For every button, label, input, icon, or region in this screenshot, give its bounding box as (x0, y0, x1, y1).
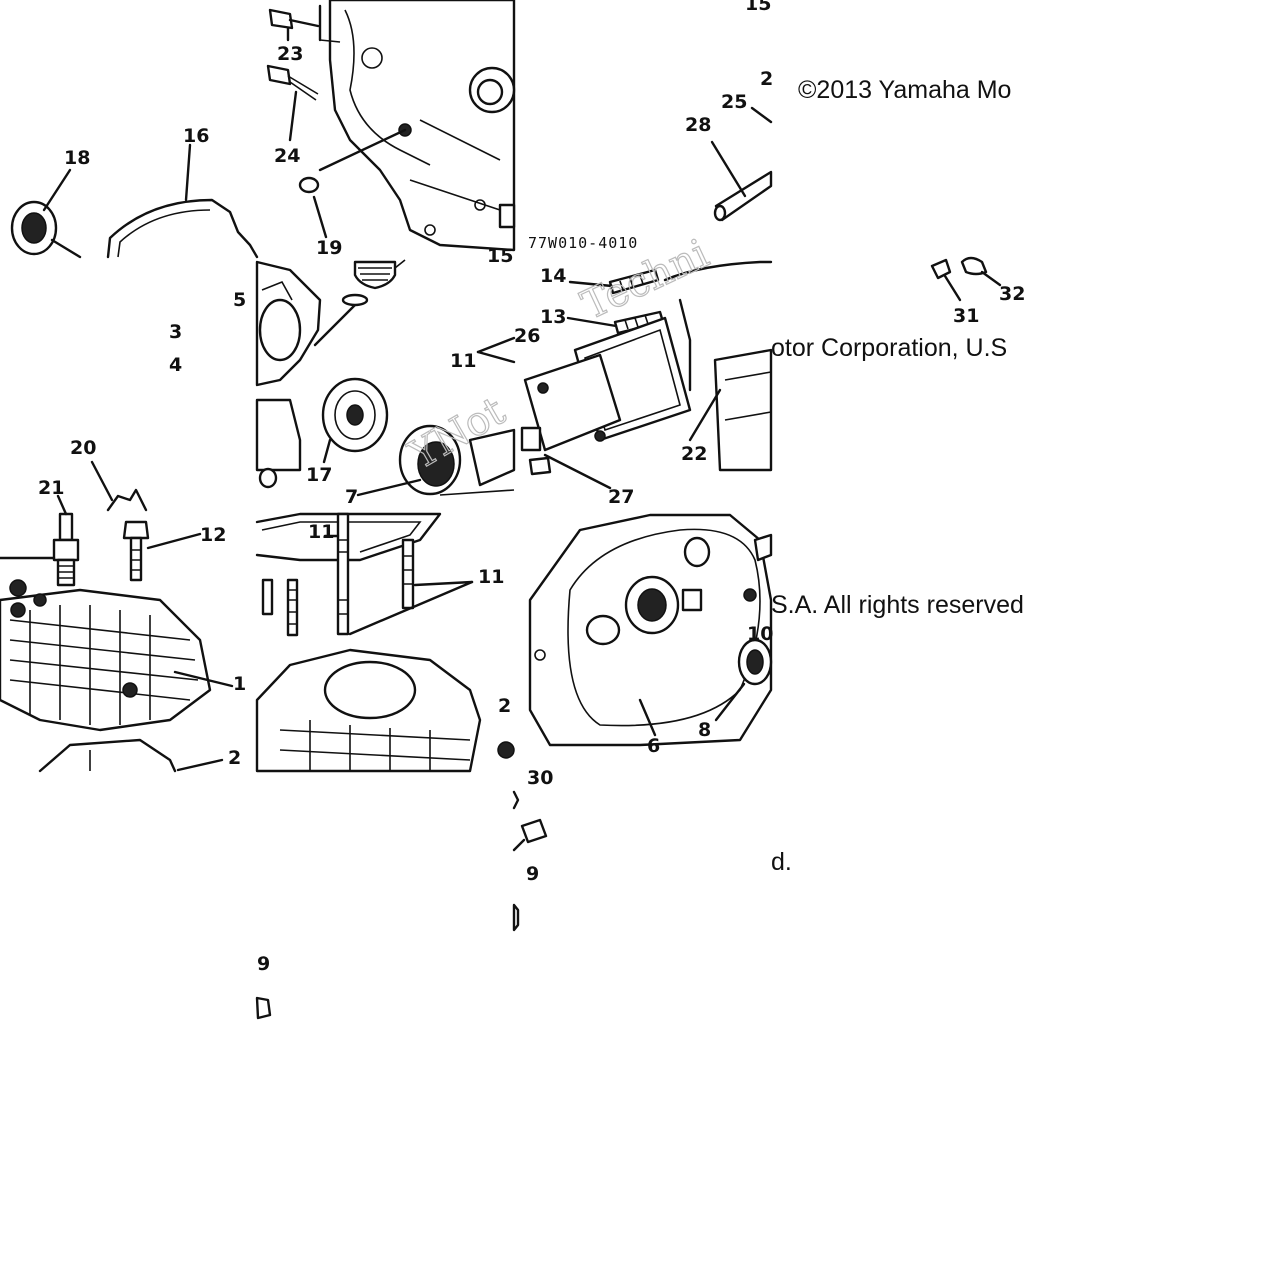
leader-20 (90, 460, 114, 502)
callout-12: 12 (200, 524, 226, 546)
callout-15: 15 (745, 0, 771, 15)
callout-6: 6 (647, 735, 660, 757)
crankcase-cover-6 (528, 513, 773, 747)
callout-14: 14 (540, 265, 566, 287)
callout-13: 13 (540, 306, 566, 328)
cylinder-head-1 (0, 579, 234, 732)
washer-19 (298, 176, 328, 239)
bolt-23 (268, 8, 320, 42)
callout-11-center: 11 (308, 521, 334, 543)
oil-seal-7 (356, 424, 516, 497)
callout-7: 7 (345, 486, 358, 508)
callout-26: 26 (514, 325, 540, 347)
copyright-line-4: d. (771, 848, 792, 876)
bracket-20 (106, 488, 148, 512)
bolt-12 (122, 520, 202, 582)
callout-9: 9 (526, 863, 539, 885)
callout-5: 5 (233, 289, 246, 311)
callout-4: 4 (169, 354, 182, 376)
callout-32: 32 (999, 283, 1025, 305)
callout-11-right: 11 (450, 350, 476, 372)
crankcase-housing (318, 0, 516, 252)
callout-23: 23 (277, 43, 303, 65)
cylinder-block (255, 648, 515, 773)
callout-24: 24 (274, 145, 300, 167)
callout-11-studs: 11 (478, 566, 504, 588)
copyright-line-3: S.A. All rights reserved (771, 591, 1024, 619)
dowel-15 (498, 203, 516, 229)
copyright-line-1: ©2013 Yamaha Mo (798, 76, 1012, 104)
callout-28: 28 (685, 114, 711, 136)
oil-seal-8 (714, 638, 773, 722)
copyright-line-2: otor Corporation, U.S (771, 334, 1008, 362)
callout-2-top: 2 (760, 68, 773, 90)
callout-16: 16 (183, 125, 209, 147)
callout-8: 8 (698, 719, 711, 741)
part-code: 77W010-4010 (528, 234, 638, 252)
spark-plug-21 (0, 494, 80, 587)
crankcase-cover (255, 260, 362, 489)
callout-18: 18 (64, 147, 90, 169)
callout-25: 25 (721, 91, 747, 113)
bolt-32 (960, 256, 1002, 287)
bearing-17 (321, 377, 389, 464)
oil-filler-cap (341, 259, 406, 307)
callout-1: 1 (233, 673, 246, 695)
oil-seal-18 (10, 168, 82, 259)
bolt-24 (266, 64, 319, 142)
callout-3: 3 (169, 321, 182, 343)
studs-11 (261, 512, 474, 637)
leader-30 (512, 790, 520, 810)
gasket-16 (106, 143, 259, 259)
callout-17: 17 (306, 464, 332, 486)
callout-27: 27 (608, 486, 634, 508)
bolt-9 (255, 818, 548, 1020)
callout-2-left: 2 (228, 747, 241, 769)
breather-stud-14 (568, 268, 660, 295)
callout-labels: 15 23 24 18 16 19 25 28 2 15 14 13 26 11… (38, 0, 1025, 975)
pushrod-28 (710, 140, 773, 222)
callout-21: 21 (38, 477, 64, 499)
crankcase-right (663, 260, 773, 472)
callout-22: 22 (681, 443, 707, 465)
callout-19: 19 (316, 237, 342, 259)
head-gasket-2 (38, 738, 224, 773)
stud-13 (566, 310, 665, 335)
callout-20: 20 (70, 437, 96, 459)
breather-cover-26 (520, 316, 692, 490)
callout-2-center: 2 (498, 695, 511, 717)
callout-15-bottom: 15 (487, 245, 513, 267)
callout-30: 30 (527, 767, 553, 789)
cylinder-gasket (255, 512, 442, 562)
callout-9-lower: 9 (257, 953, 270, 975)
leader-11 (476, 336, 516, 364)
plug-31 (930, 258, 962, 302)
callout-10: 10 (747, 623, 773, 645)
callout-31: 31 (953, 305, 979, 327)
